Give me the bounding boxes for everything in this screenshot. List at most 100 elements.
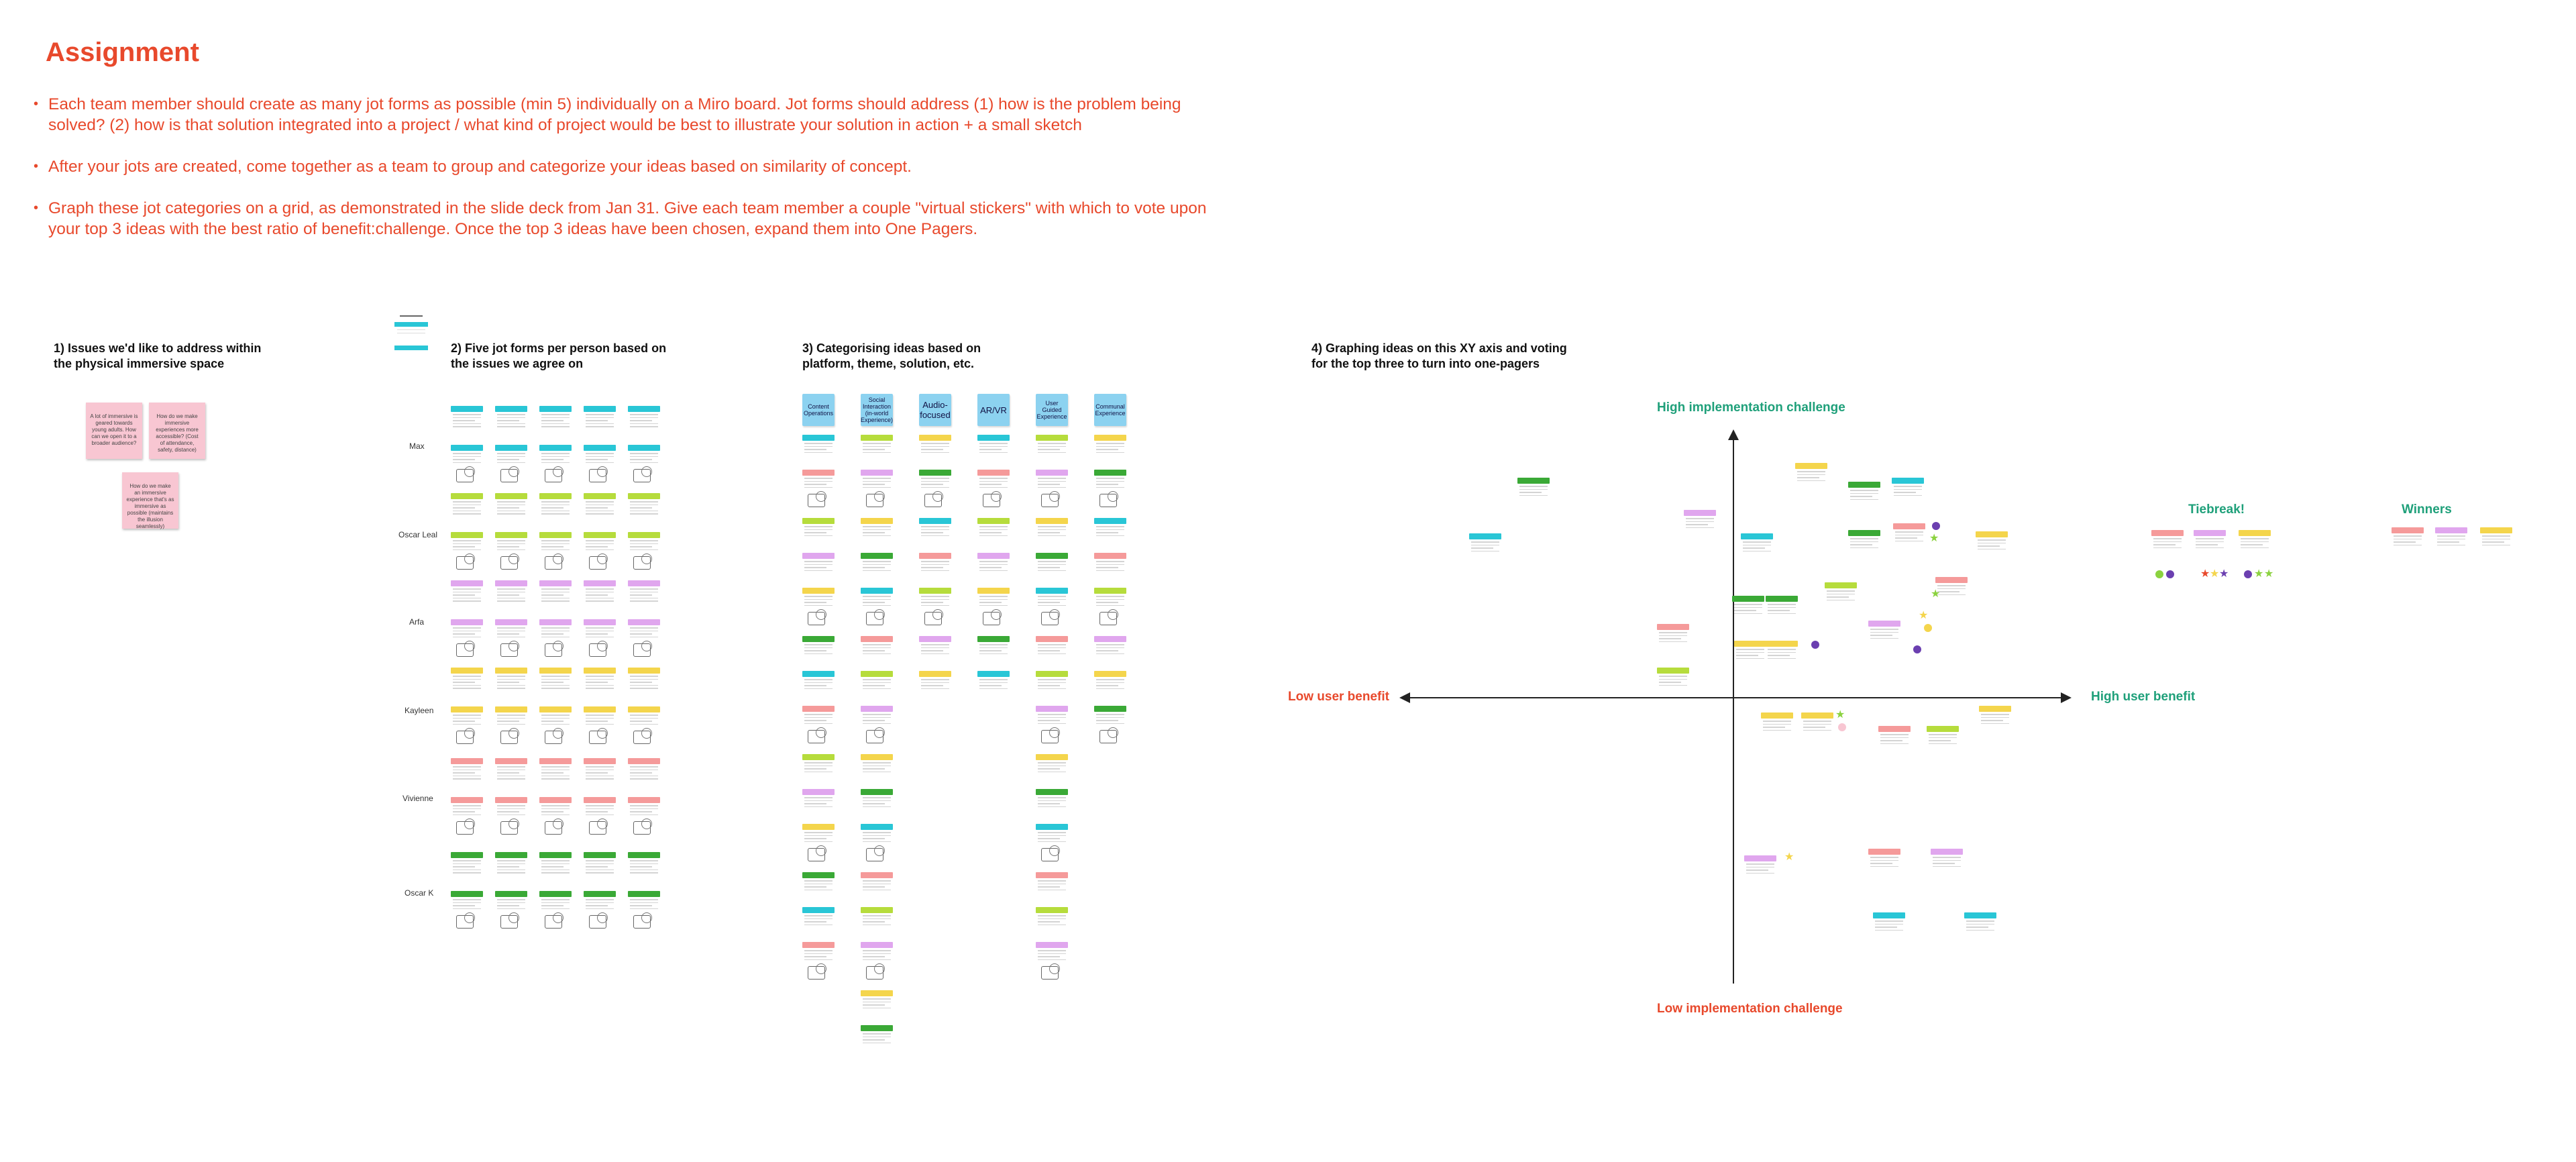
jot-form[interactable] [1657, 668, 1689, 686]
jot-form[interactable] [1094, 518, 1126, 537]
jot-form[interactable] [495, 706, 527, 725]
category-sticky-note[interactable]: Content Operations [802, 394, 835, 426]
jot-form[interactable] [802, 824, 835, 843]
jot-form[interactable] [802, 553, 835, 572]
jot-form[interactable] [1036, 553, 1068, 572]
jot-form[interactable] [495, 619, 527, 638]
jot-form[interactable] [1036, 636, 1068, 655]
jot-form[interactable] [451, 580, 483, 602]
vote-dot[interactable] [1811, 641, 1819, 649]
issue-sticky-note[interactable]: How do we make an immersive experience t… [122, 472, 178, 529]
jot-form[interactable] [802, 671, 835, 690]
jot-form[interactable] [861, 588, 893, 606]
jot-form[interactable] [539, 706, 572, 725]
jot-form[interactable] [451, 532, 483, 551]
jot-form[interactable] [977, 588, 1010, 606]
jot-form[interactable] [628, 668, 660, 689]
jot-form[interactable] [1036, 706, 1068, 725]
jot-form[interactable] [861, 1025, 893, 1044]
jot-form[interactable] [2151, 530, 2184, 549]
jot-form[interactable] [1036, 907, 1068, 926]
jot-form[interactable] [539, 797, 572, 816]
jot-form[interactable] [1979, 706, 2011, 725]
jot-form[interactable] [1036, 942, 1068, 961]
jot-form[interactable] [451, 891, 483, 910]
jot-form[interactable] [861, 470, 893, 488]
jot-form[interactable] [861, 553, 893, 572]
jot-form[interactable] [628, 493, 660, 515]
jot-form[interactable] [584, 852, 616, 874]
jot-form[interactable] [1094, 636, 1126, 655]
vote-dot[interactable] [1838, 723, 1846, 731]
jot-form[interactable] [1868, 849, 1900, 867]
jot-form[interactable] [628, 852, 660, 874]
jot-form[interactable] [802, 789, 835, 808]
jot-form[interactable] [584, 619, 616, 638]
jot-form[interactable] [1935, 577, 1968, 596]
jot-form[interactable] [802, 470, 835, 488]
jot-form[interactable] [495, 532, 527, 551]
jot-form[interactable] [1684, 510, 1716, 529]
vote-star-icon[interactable]: ★ [1919, 610, 1929, 621]
jot-form[interactable] [495, 758, 527, 780]
jot-form[interactable] [1734, 641, 1766, 659]
jot-form[interactable] [1848, 530, 1880, 549]
jot-form[interactable] [802, 907, 835, 926]
jot-form[interactable] [1036, 518, 1068, 537]
jot-form[interactable] [861, 671, 893, 690]
jot-form[interactable] [539, 406, 572, 427]
jot-form[interactable] [1517, 478, 1550, 496]
jot-form[interactable] [495, 406, 527, 427]
jot-form[interactable] [495, 668, 527, 689]
vote-star-icon[interactable]: ★ [2264, 568, 2274, 580]
jot-form[interactable] [977, 435, 1010, 454]
jot-form[interactable] [802, 872, 835, 891]
vote-dot[interactable] [1913, 645, 1921, 653]
jot-form[interactable] [1094, 553, 1126, 572]
jot-form[interactable] [2194, 530, 2226, 549]
jot-form[interactable] [861, 990, 893, 1009]
jot-form[interactable] [861, 907, 893, 926]
vote-dot[interactable] [1932, 522, 1940, 530]
vote-star-icon[interactable]: ★ [2219, 568, 2229, 580]
jot-form[interactable] [495, 891, 527, 910]
jot-form[interactable] [2239, 530, 2271, 549]
jot-form[interactable] [451, 706, 483, 725]
jot-form[interactable] [919, 636, 951, 655]
jot-form[interactable] [584, 445, 616, 464]
vote-star-icon[interactable]: ★ [2254, 568, 2264, 580]
jot-form[interactable] [1766, 641, 1798, 659]
jot-form[interactable] [1761, 712, 1793, 731]
jot-form[interactable] [451, 493, 483, 515]
jot-form[interactable] [977, 553, 1010, 572]
jot-form[interactable] [919, 588, 951, 606]
jot-form[interactable] [802, 754, 835, 773]
jot-form[interactable] [628, 580, 660, 602]
vote-dot[interactable] [2155, 570, 2163, 578]
vote-dot[interactable] [2166, 570, 2174, 578]
jot-form[interactable] [451, 797, 483, 816]
jot-form[interactable] [628, 891, 660, 910]
jot-form[interactable] [584, 580, 616, 602]
jot-form[interactable] [628, 445, 660, 464]
jot-form[interactable] [977, 671, 1010, 690]
category-sticky-note[interactable]: AR/VR [977, 394, 1010, 426]
jot-form[interactable] [1976, 531, 2008, 550]
jot-form[interactable] [2480, 527, 2512, 546]
issue-sticky-note[interactable]: How do we make immersive experiences mor… [149, 403, 205, 459]
jot-form[interactable] [1825, 582, 1857, 601]
jot-form[interactable] [1036, 470, 1068, 488]
jot-form[interactable] [1036, 588, 1068, 606]
jot-form[interactable] [539, 891, 572, 910]
vote-star-icon[interactable]: ★ [2210, 568, 2220, 580]
jot-form[interactable] [1657, 624, 1689, 643]
vote-star-icon[interactable]: ★ [1931, 588, 1941, 600]
jot-form[interactable] [1744, 855, 1776, 874]
jot-form[interactable] [1094, 470, 1126, 488]
jot-form[interactable] [1893, 523, 1925, 542]
jot-form[interactable] [628, 758, 660, 780]
jot-form[interactable] [1469, 533, 1501, 552]
jot-form[interactable] [495, 580, 527, 602]
jot-form[interactable] [2392, 527, 2424, 546]
jot-form[interactable] [1801, 712, 1833, 731]
